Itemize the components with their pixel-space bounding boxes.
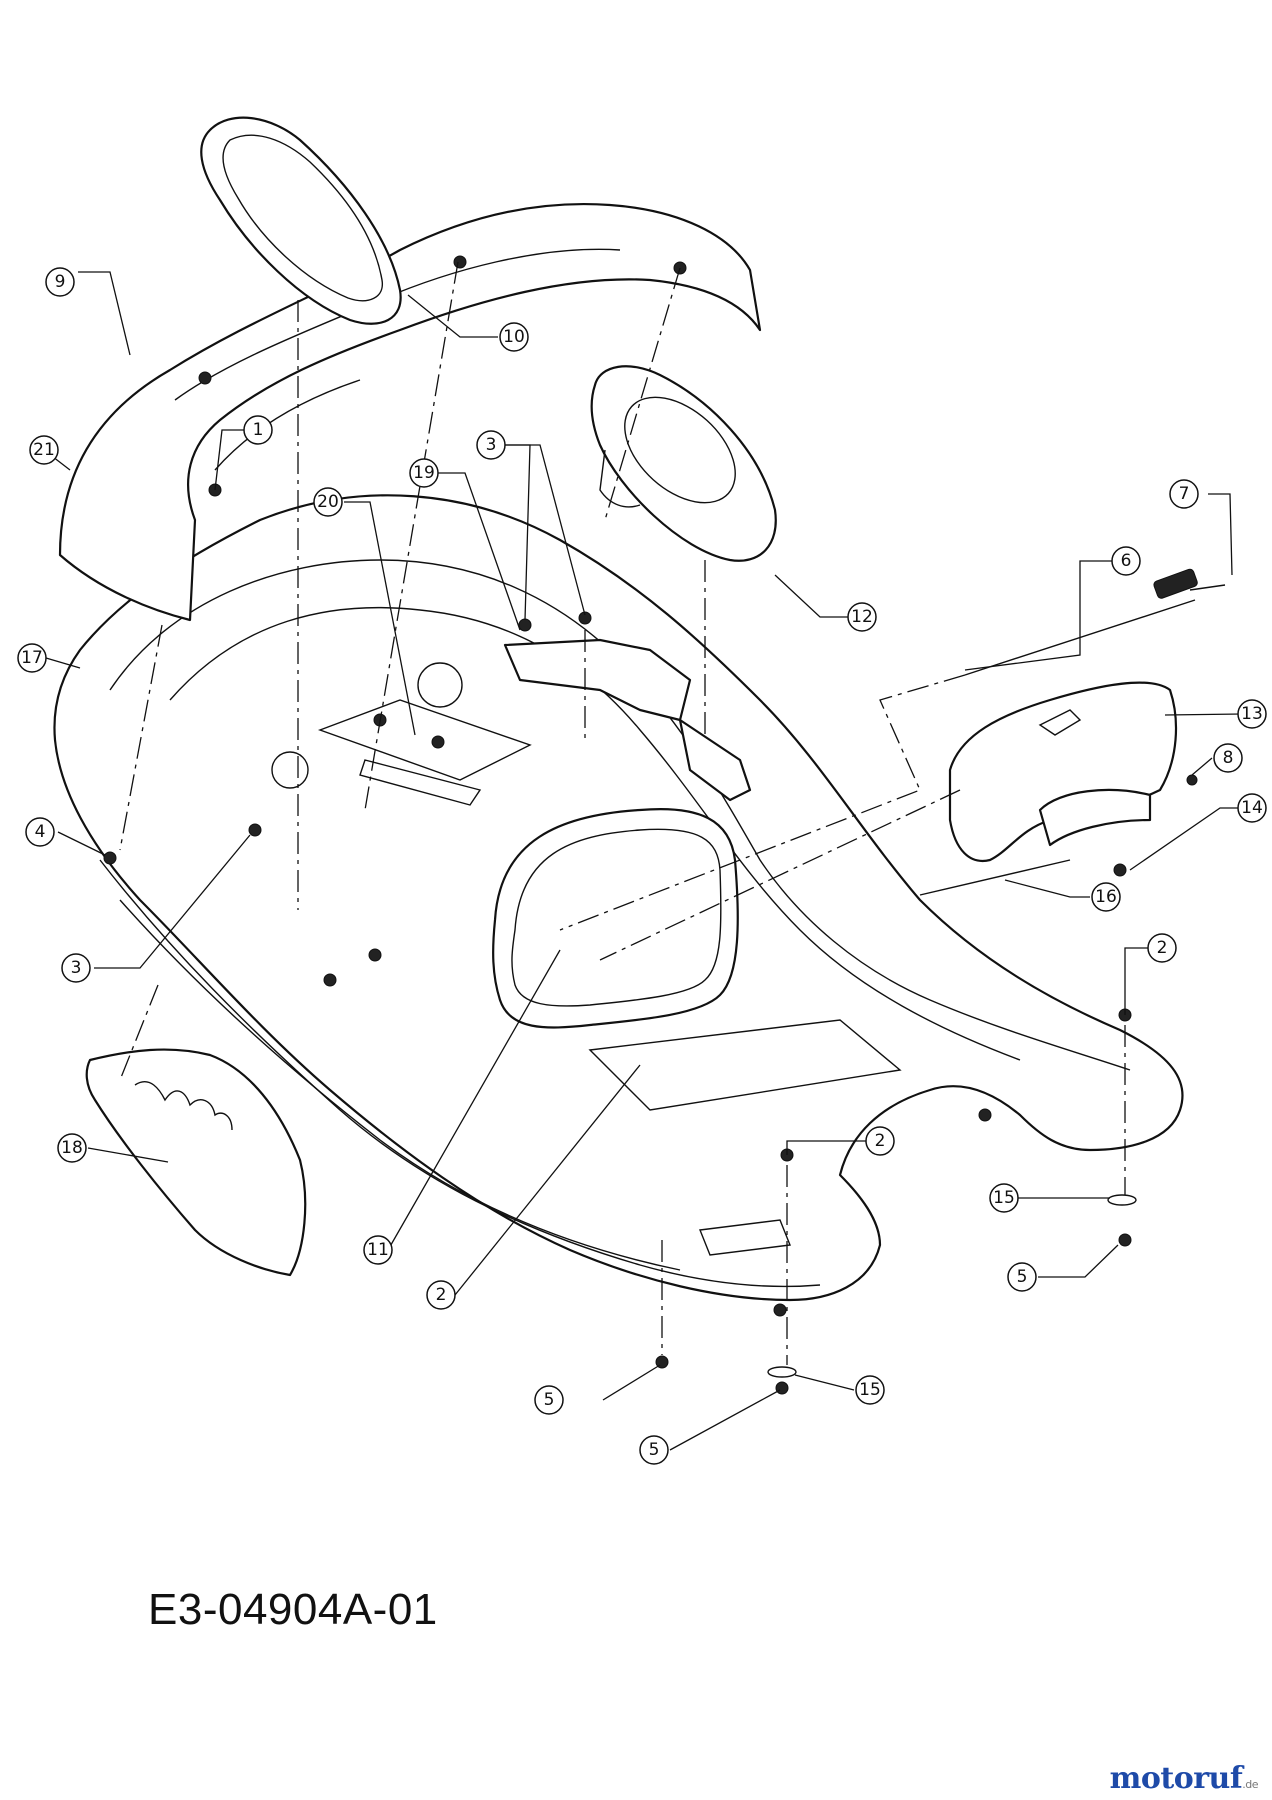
callout-19: 19 — [409, 458, 439, 488]
svg-text:18: 18 — [61, 1138, 83, 1158]
svg-text:13: 13 — [1241, 704, 1263, 724]
svg-text:3: 3 — [486, 435, 497, 455]
svg-text:2: 2 — [436, 1285, 447, 1305]
cup-holder-part — [590, 365, 777, 562]
callout-2: 2 — [426, 1280, 456, 1310]
svg-text:20: 20 — [317, 492, 339, 512]
callout-18: 18 — [57, 1133, 87, 1163]
hardware-fasteners — [103, 255, 1198, 1395]
motoruf-watermark-logo: motoruf.de — [1109, 1761, 1259, 1796]
svg-text:11: 11 — [367, 1240, 389, 1260]
svg-text:17: 17 — [21, 648, 43, 668]
svg-text:2: 2 — [1157, 938, 1168, 958]
svg-text:1: 1 — [253, 420, 264, 440]
svg-text:19: 19 — [413, 463, 435, 483]
callout-16: 16 — [1091, 882, 1121, 912]
callout-8: 8 — [1213, 743, 1243, 773]
svg-text:2: 2 — [875, 1131, 886, 1151]
svg-text:16: 16 — [1095, 887, 1117, 907]
svg-text:5: 5 — [1017, 1267, 1028, 1287]
tank-cover-part — [948, 681, 1178, 863]
callout-17: 17 — [17, 643, 47, 673]
assembly-lines — [119, 261, 1126, 1365]
callout-6: 6 — [1111, 546, 1141, 576]
drawing-code-label: E3-04904A-01 — [148, 1585, 438, 1634]
gauge-bezel-part — [200, 116, 402, 325]
watermark-brand-main: motoruf — [1109, 1761, 1243, 1796]
svg-text:15: 15 — [859, 1380, 881, 1400]
callout-20: 20 — [313, 487, 343, 517]
body-fender-part — [53, 494, 1184, 1317]
bracket-part — [503, 638, 752, 802]
svg-text:21: 21 — [33, 440, 55, 460]
watermark-tld: .de — [1242, 1778, 1258, 1791]
svg-text:4: 4 — [35, 822, 46, 842]
svg-text:9: 9 — [55, 272, 66, 292]
svg-text:14: 14 — [1241, 798, 1263, 818]
callout-12: 12 — [847, 602, 877, 632]
callout-14: 14 — [1237, 793, 1267, 823]
svg-text:8: 8 — [1223, 748, 1234, 768]
svg-text:10: 10 — [503, 327, 525, 347]
svg-text:6: 6 — [1121, 551, 1132, 571]
callout-5: 5 — [534, 1385, 564, 1415]
callout-1: 1 — [243, 415, 273, 445]
callout-7: 7 — [1169, 479, 1199, 509]
callout-11: 11 — [363, 1235, 393, 1265]
callout-10: 10 — [499, 322, 529, 352]
callout-13: 13 — [1237, 699, 1267, 729]
callout-15: 15 — [989, 1183, 1019, 1213]
deck-plate-part — [85, 1048, 307, 1277]
callout-3: 3 — [476, 430, 506, 460]
svg-text:7: 7 — [1179, 484, 1190, 504]
svg-text:12: 12 — [851, 607, 873, 627]
rod-16 — [919, 859, 1071, 896]
callout-21: 21 — [29, 435, 59, 465]
callout-5: 5 — [639, 1435, 669, 1465]
svg-text:5: 5 — [544, 1390, 555, 1410]
callout-2: 2 — [865, 1126, 895, 1156]
callout-9: 9 — [45, 267, 75, 297]
callout-3: 3 — [61, 953, 91, 983]
svg-text:15: 15 — [993, 1188, 1015, 1208]
callout-4: 4 — [25, 817, 55, 847]
callout-2: 2 — [1147, 933, 1177, 963]
svg-text:5: 5 — [649, 1440, 660, 1460]
callout-15: 15 — [855, 1375, 885, 1405]
svg-text:3: 3 — [71, 958, 82, 978]
callout-5: 5 — [1007, 1262, 1037, 1292]
